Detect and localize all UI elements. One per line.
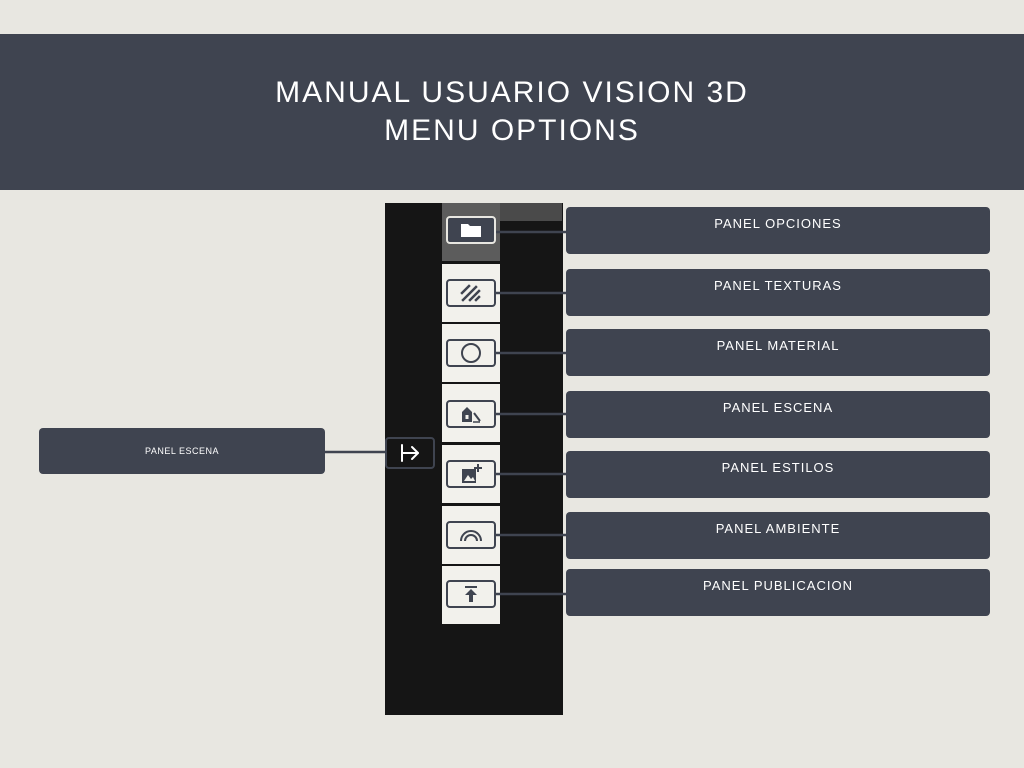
options-button[interactable]	[446, 216, 496, 244]
publish-upload-icon	[465, 586, 477, 602]
callout-panel-opciones: PANEL OPCIONES	[566, 207, 990, 254]
header-banner: MANUAL USUARIO VISION 3D MENU OPTIONS	[0, 34, 1024, 190]
callout-panel-escena: PANEL ESCENA	[566, 391, 990, 438]
collapse-panel-button[interactable]	[385, 437, 435, 469]
folder-icon	[461, 224, 481, 237]
callout-panel-texturas: PANEL TEXTURAS	[566, 269, 990, 316]
material-circle-icon	[461, 343, 481, 363]
ambient-button[interactable]	[446, 521, 496, 549]
material-button[interactable]	[446, 339, 496, 367]
page-subtitle: MENU OPTIONS	[384, 114, 640, 147]
toolbar-top-strip	[500, 203, 562, 221]
publish-button[interactable]	[446, 580, 496, 608]
callout-panel-estilos: PANEL ESTILOS	[566, 451, 990, 498]
tool-cell-material	[442, 324, 500, 382]
callout-panel-material: PANEL MATERIAL	[566, 329, 990, 376]
collapse-arrow-icon	[401, 444, 419, 462]
callout-panel-ambiente: PANEL AMBIENTE	[566, 512, 990, 559]
scene-icon	[462, 407, 481, 423]
callout-left-panel-escena: PANEL ESCENA	[39, 428, 325, 474]
styles-button[interactable]	[446, 460, 496, 488]
textures-button[interactable]	[446, 279, 496, 307]
scene-button[interactable]	[446, 400, 496, 428]
add-image-icon	[462, 464, 482, 483]
ambient-arc-icon	[460, 530, 482, 542]
texture-icon	[460, 284, 481, 302]
page-title: MANUAL USUARIO VISION 3D	[275, 76, 749, 109]
callout-panel-publicacion: PANEL PUBLICACION	[566, 569, 990, 616]
